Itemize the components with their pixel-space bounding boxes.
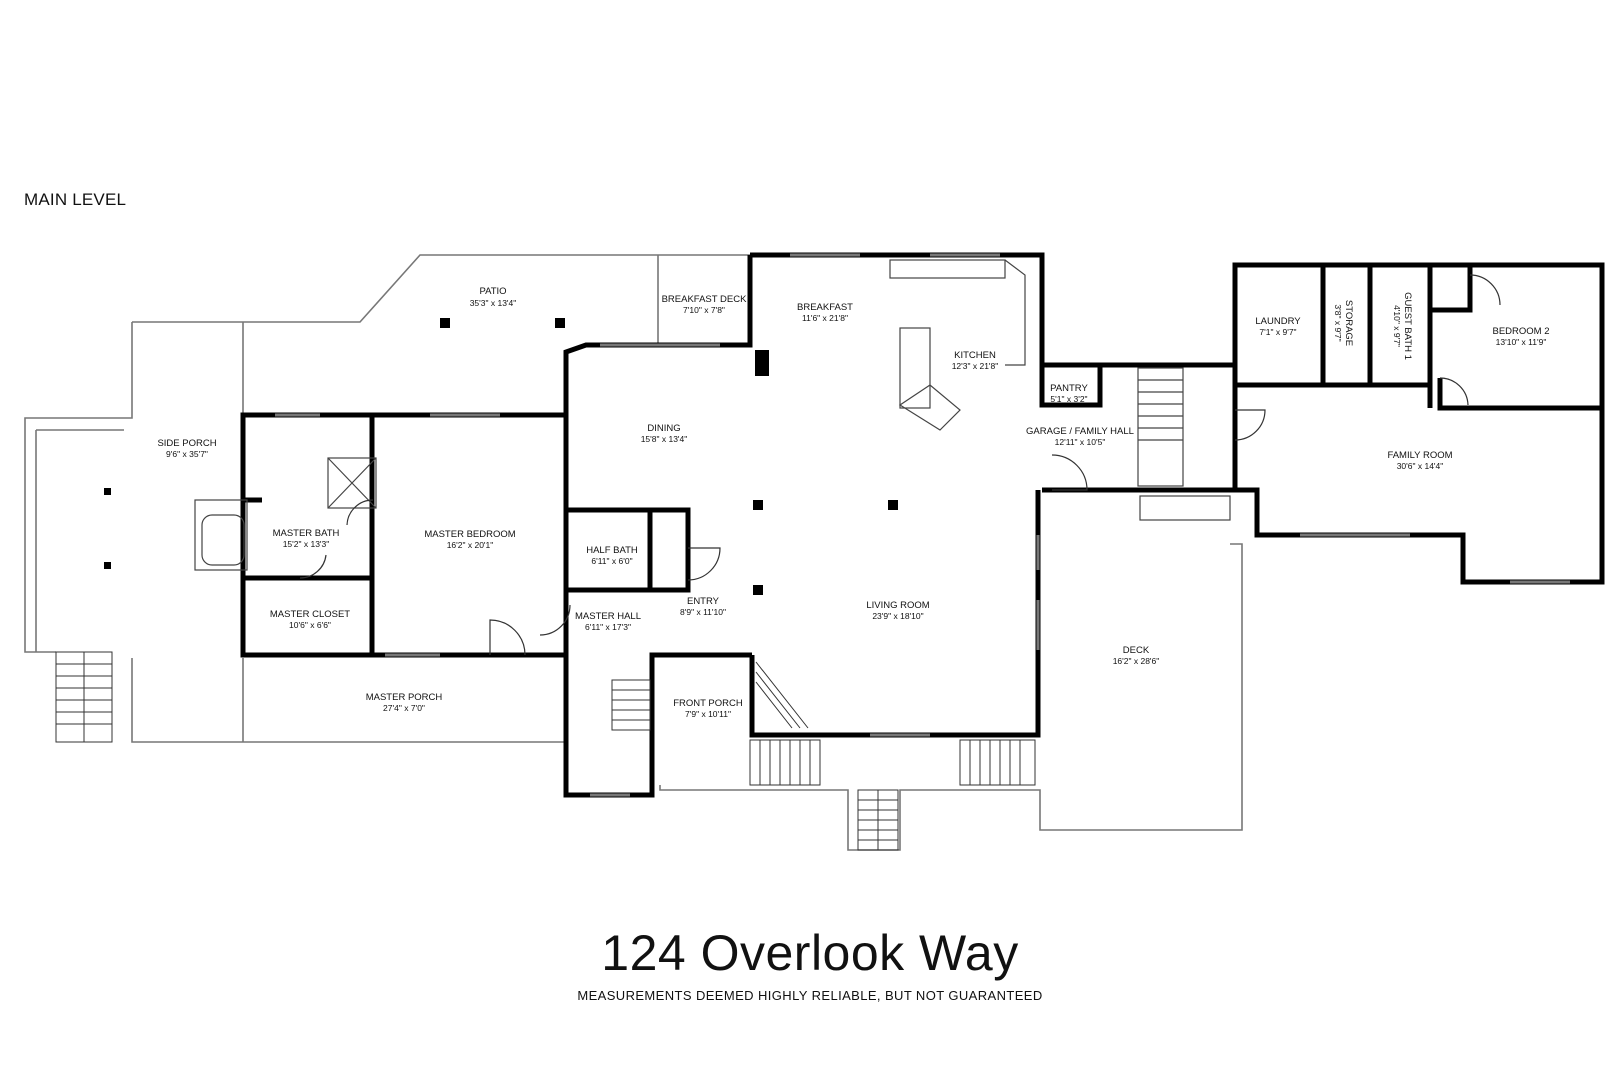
svg-text:11'6" x 21'8": 11'6" x 21'8"	[802, 313, 848, 323]
room-master-hall: MASTER HALL 6'11" x 17'3"	[575, 611, 641, 632]
svg-text:7'10" x 7'8": 7'10" x 7'8"	[683, 305, 725, 315]
room-living-room: LIVING ROOM 23'9" x 18'10"	[866, 600, 929, 621]
room-side-porch: SIDE PORCH 9'6" x 35'7"	[157, 438, 216, 459]
svg-text:3'8" x 9'7": 3'8" x 9'7"	[1333, 304, 1343, 341]
room-entry: ENTRY 8'9" x 11'10"	[680, 596, 726, 617]
svg-text:10'6" x 6'6": 10'6" x 6'6"	[289, 620, 331, 630]
room-bedroom-2: BEDROOM 2 13'10" x 11'9"	[1492, 326, 1549, 347]
svg-text:7'9" x 10'11": 7'9" x 10'11"	[685, 709, 731, 719]
room-master-bedroom: MASTER BEDROOM 16'2" x 20'1"	[424, 529, 515, 550]
svg-text:MASTER BATH: MASTER BATH	[273, 528, 340, 539]
svg-text:23'9" x 18'10": 23'9" x 18'10"	[872, 611, 923, 621]
svg-text:ENTRY: ENTRY	[687, 596, 720, 607]
svg-text:PANTRY: PANTRY	[1050, 383, 1088, 394]
svg-text:LAUNDRY: LAUNDRY	[1255, 316, 1301, 327]
svg-text:DINING: DINING	[647, 423, 680, 434]
room-family-room: FAMILY ROOM 30'6" x 14'4"	[1387, 450, 1452, 471]
svg-text:27'4" x 7'0": 27'4" x 7'0"	[383, 703, 425, 713]
svg-text:9'6" x 35'7": 9'6" x 35'7"	[166, 449, 208, 459]
room-laundry: LAUNDRY 7'1" x 9'7"	[1255, 316, 1301, 337]
svg-text:6'11" x 17'3": 6'11" x 17'3"	[585, 622, 631, 632]
svg-text:MASTER CLOSET: MASTER CLOSET	[270, 609, 350, 620]
svg-text:GUEST BATH 1: GUEST BATH 1	[1402, 292, 1413, 360]
svg-text:15'8" x 13'4": 15'8" x 13'4"	[641, 434, 688, 444]
svg-text:BREAKFAST: BREAKFAST	[797, 302, 853, 313]
svg-text:30'6" x 14'4": 30'6" x 14'4"	[1397, 461, 1444, 471]
svg-text:GARAGE / FAMILY HALL: GARAGE / FAMILY HALL	[1026, 426, 1134, 437]
level-label: MAIN LEVEL	[24, 190, 127, 209]
columns	[104, 318, 898, 595]
svg-text:5'1" x 3'2": 5'1" x 3'2"	[1050, 394, 1087, 404]
room-patio: PATIO 35'3" x 13'4"	[470, 286, 517, 308]
room-kitchen: KITCHEN 12'3" x 21'8"	[952, 350, 999, 371]
svg-text:MASTER HALL: MASTER HALL	[575, 611, 641, 622]
room-breakfast: BREAKFAST 11'6" x 21'8"	[797, 302, 853, 323]
svg-text:MASTER PORCH: MASTER PORCH	[366, 692, 443, 703]
svg-text:LIVING ROOM: LIVING ROOM	[866, 600, 929, 611]
svg-text:STORAGE: STORAGE	[1343, 300, 1354, 346]
stairs	[55, 651, 1036, 851]
room-master-bath: MASTER BATH 15'2" x 13'3"	[273, 528, 340, 549]
property-address: 124 Overlook Way	[601, 925, 1019, 981]
room-breakfast-deck: BREAKFAST DECK 7'10" x 7'8"	[662, 294, 747, 315]
svg-text:SIDE PORCH: SIDE PORCH	[157, 438, 216, 449]
room-dining: DINING 15'8" x 13'4"	[641, 423, 688, 444]
svg-text:16'2" x 20'1": 16'2" x 20'1"	[447, 540, 494, 550]
svg-text:KITCHEN: KITCHEN	[954, 350, 996, 361]
svg-text:BREAKFAST DECK: BREAKFAST DECK	[662, 294, 747, 305]
room-deck: DECK 16'2" x 28'6"	[1113, 645, 1160, 666]
svg-text:4'10" x 9'7": 4'10" x 9'7"	[1392, 305, 1402, 347]
svg-text:15'2" x 13'3": 15'2" x 13'3"	[283, 539, 330, 549]
svg-text:7'1" x 9'7": 7'1" x 9'7"	[1259, 327, 1296, 337]
svg-text:FRONT PORCH: FRONT PORCH	[673, 698, 743, 709]
svg-text:35'3" x 13'4": 35'3" x 13'4"	[470, 298, 517, 308]
room-labels: PATIO 35'3" x 13'4" BREAKFAST DECK 7'10"…	[157, 286, 1549, 719]
windows	[275, 253, 1570, 797]
room-pantry: PANTRY 5'1" x 3'2"	[1050, 383, 1088, 404]
doors	[299, 274, 1501, 656]
svg-text:8'9" x 11'10": 8'9" x 11'10"	[680, 607, 726, 617]
svg-text:BEDROOM 2: BEDROOM 2	[1492, 326, 1549, 337]
svg-text:MASTER BEDROOM: MASTER BEDROOM	[424, 529, 515, 540]
room-master-porch: MASTER PORCH 27'4" x 7'0"	[366, 692, 443, 713]
room-guest-bath-1: GUEST BATH 1 4'10" x 9'7"	[1392, 292, 1413, 360]
svg-text:16'2" x 28'6": 16'2" x 28'6"	[1113, 656, 1160, 666]
svg-text:13'10" x 11'9": 13'10" x 11'9"	[1496, 337, 1547, 347]
svg-text:FAMILY ROOM: FAMILY ROOM	[1387, 450, 1452, 461]
room-garage-family-hall: GARAGE / FAMILY HALL 12'11" x 10'5"	[1026, 426, 1134, 447]
svg-text:DECK: DECK	[1123, 645, 1150, 656]
svg-text:12'11" x 10'5": 12'11" x 10'5"	[1055, 437, 1106, 447]
svg-text:12'3" x 21'8": 12'3" x 21'8"	[952, 361, 999, 371]
svg-text:PATIO: PATIO	[479, 286, 506, 297]
room-master-closet: MASTER CLOSET 10'6" x 6'6"	[270, 609, 350, 630]
measurement-disclaimer: MEASUREMENTS DEEMED HIGHLY RELIABLE, BUT…	[577, 988, 1043, 1003]
fixtures	[194, 259, 1231, 571]
room-front-porch: FRONT PORCH 7'9" x 10'11"	[673, 698, 743, 719]
room-storage: STORAGE 3'8" x 9'7"	[1333, 300, 1354, 346]
svg-text:6'11" x 6'0": 6'11" x 6'0"	[591, 556, 632, 566]
svg-text:HALF BATH: HALF BATH	[586, 545, 638, 556]
room-half-bath: HALF BATH 6'11" x 6'0"	[586, 545, 638, 566]
